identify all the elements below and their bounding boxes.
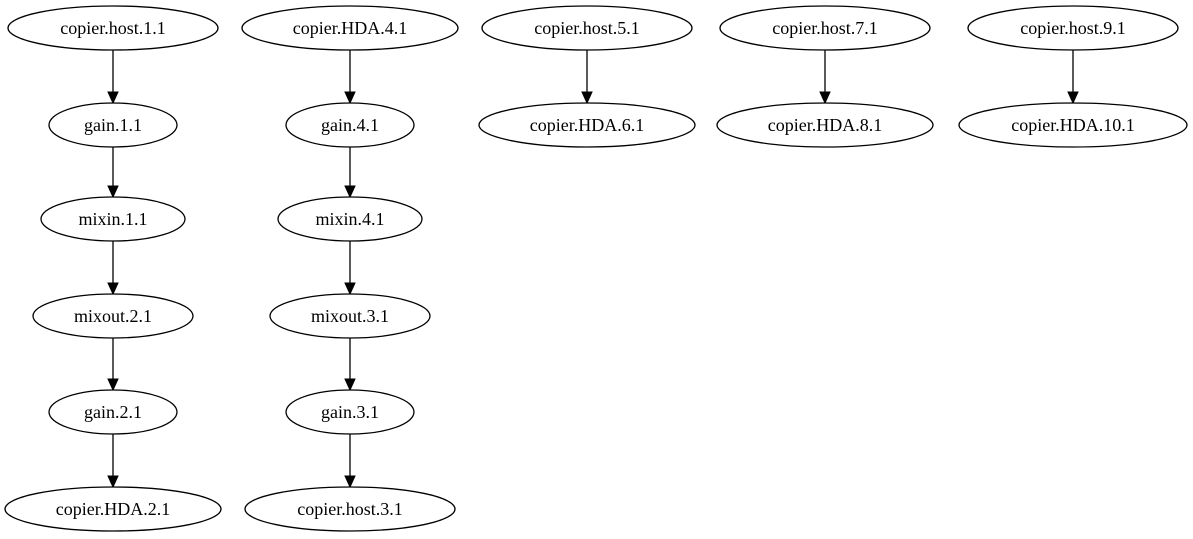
node-ellipse [7,5,219,51]
edge-n2-to-n3 [107,147,119,199]
node-n2: gain.1.1 [48,102,178,148]
edge-n15-to-n16 [819,50,831,105]
edge-n11-to-n12 [344,434,356,489]
edge-n5-to-n6 [107,434,119,489]
node-n4: mixout.2.1 [32,293,194,339]
node-ellipse [244,486,456,532]
node-n7: copier.HDA.4.1 [241,5,459,51]
edge-n13-to-n14 [581,50,593,105]
arrowhead-icon [344,185,356,199]
node-ellipse [269,293,431,339]
node-n5: gain.2.1 [48,389,178,435]
node-ellipse [241,5,459,51]
arrowhead-icon [344,378,356,392]
node-n6: copier.HDA.2.1 [4,486,222,532]
arrowhead-icon [107,91,119,105]
node-label: copier.host.3.1 [297,499,403,519]
node-ellipse [285,102,415,148]
node-label: copier.host.1.1 [60,18,166,38]
node-ellipse [481,5,693,51]
node-n1: copier.host.1.1 [7,5,219,51]
node-n3: mixin.1.1 [40,196,186,242]
node-label: mixin.4.1 [315,209,384,229]
node-ellipse [32,293,194,339]
node-label: mixin.1.1 [78,209,147,229]
node-label: gain.2.1 [84,402,142,422]
arrowhead-icon [107,378,119,392]
node-ellipse [285,389,415,435]
node-n17: copier.host.9.1 [967,5,1179,51]
node-n8: gain.4.1 [285,102,415,148]
edge-n9-to-n10 [344,241,356,296]
node-label: mixout.3.1 [311,306,389,326]
node-label: gain.3.1 [321,402,379,422]
node-label: mixout.2.1 [74,306,152,326]
node-ellipse [478,102,696,148]
node-ellipse [277,196,423,242]
node-label: copier.host.9.1 [1020,18,1126,38]
arrowhead-icon [344,475,356,489]
node-n15: copier.host.7.1 [719,5,931,51]
node-label: gain.4.1 [321,115,379,135]
node-ellipse [967,5,1179,51]
arrowhead-icon [344,91,356,105]
node-label: copier.HDA.10.1 [1011,115,1134,135]
node-n18: copier.HDA.10.1 [958,102,1188,148]
graph-edges [107,50,1079,489]
node-n9: mixin.4.1 [277,196,423,242]
edge-n4-to-n5 [107,338,119,392]
edge-n3-to-n4 [107,241,119,296]
node-n14: copier.HDA.6.1 [478,102,696,148]
arrowhead-icon [581,91,593,105]
node-label: copier.HDA.4.1 [293,18,407,38]
node-ellipse [40,196,186,242]
node-ellipse [4,486,222,532]
node-ellipse [958,102,1188,148]
node-label: copier.host.7.1 [772,18,878,38]
node-n12: copier.host.3.1 [244,486,456,532]
node-label: copier.HDA.2.1 [56,499,170,519]
node-ellipse [716,102,934,148]
arrowhead-icon [107,282,119,296]
node-n11: gain.3.1 [285,389,415,435]
node-ellipse [48,102,178,148]
node-ellipse [719,5,931,51]
arrowhead-icon [107,185,119,199]
edge-n7-to-n8 [344,50,356,105]
node-n16: copier.HDA.8.1 [716,102,934,148]
node-n10: mixout.3.1 [269,293,431,339]
edge-n1-to-n2 [107,50,119,105]
arrowhead-icon [1067,91,1079,105]
node-ellipse [48,389,178,435]
arrowhead-icon [107,475,119,489]
edge-n10-to-n11 [344,338,356,392]
node-n13: copier.host.5.1 [481,5,693,51]
node-label: copier.HDA.8.1 [768,115,882,135]
node-label: gain.1.1 [84,115,142,135]
edge-n8-to-n9 [344,147,356,199]
edge-n17-to-n18 [1067,50,1079,105]
node-label: copier.HDA.6.1 [530,115,644,135]
arrowhead-icon [819,91,831,105]
arrowhead-icon [344,282,356,296]
node-label: copier.host.5.1 [534,18,640,38]
graph-nodes: copier.host.1.1 gain.1.1 mixin.1.1 mixout.2… [4,5,1188,532]
